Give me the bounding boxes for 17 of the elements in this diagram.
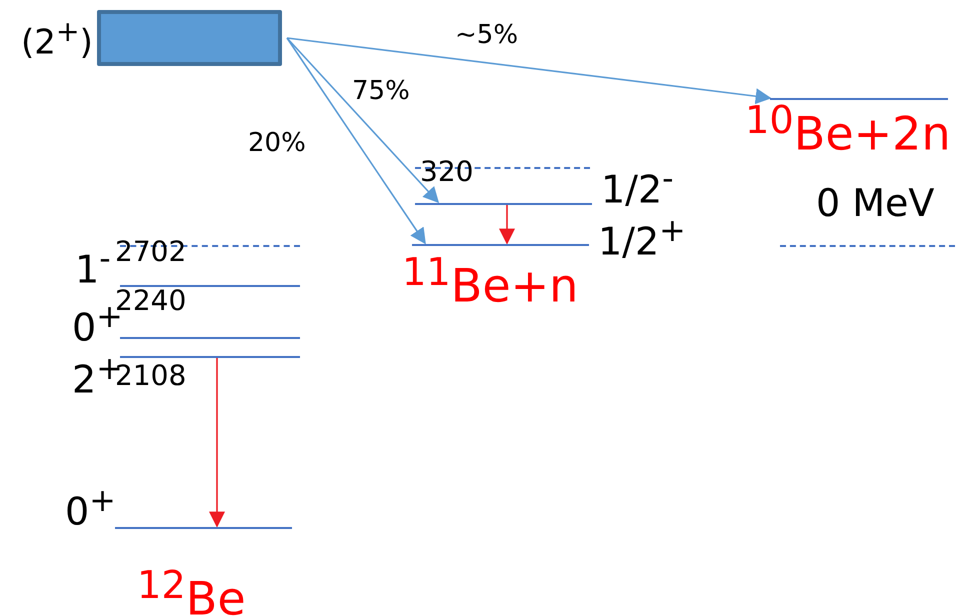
spin-parity-label: (2$^{+}$) [21, 18, 93, 60]
decay-arrow [286, 37, 440, 204]
energy-level-line [120, 337, 300, 339]
level-label: 1/2$^{+}$ [598, 216, 686, 261]
nucleus-label: $^{12}$Be [137, 567, 246, 616]
nucleus-label: $^{11}$Be+n [402, 254, 578, 308]
decay-arrow [286, 38, 426, 244]
gamma-transition-arrow [499, 205, 515, 245]
level-label: $^{10}$Be+2n [745, 102, 951, 156]
spin-parity-label: 1$^{-}$ [75, 244, 111, 289]
level-label: 0$^{+}$ [65, 486, 116, 531]
gamma-transition-arrow [209, 357, 225, 528]
decay-arrow [286, 37, 772, 104]
level-label: 1/2$^{-}$ [601, 164, 674, 209]
level-label: 320 [420, 158, 474, 186]
level-label: 0 MeV [816, 184, 934, 222]
energy-value: 2702 [115, 238, 186, 266]
